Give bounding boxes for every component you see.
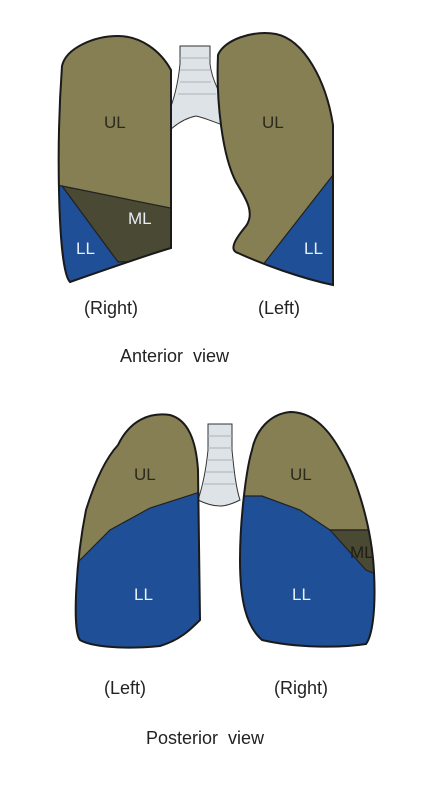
posterior-left-lung [75,414,200,648]
posterior-right-ll-label: LL [292,585,311,604]
anterior-side-label-right: (Right) [84,298,138,318]
posterior-right-lung [240,412,375,647]
trachea-posterior [197,423,241,507]
anterior-view-caption: Anterior view [120,346,230,366]
posterior-left-ul-label: UL [134,465,156,484]
anterior-side-label-left: (Left) [258,298,300,318]
anterior-left-ul-label: UL [262,113,284,132]
posterior-side-label-right: (Right) [274,678,328,698]
anterior-right-ul-label: UL [104,113,126,132]
posterior-side-label-left: (Left) [104,678,146,698]
posterior-left-ll-label: LL [134,585,153,604]
anterior-right-ll-label: LL [76,239,95,258]
posterior-view-caption: Posterior view [146,728,265,748]
posterior-right-ul-label: UL [290,465,312,484]
posterior-view: UL LL UL LL ML (Left) (Right) Posterior … [74,410,376,748]
posterior-right-ml-label: ML [350,543,374,562]
anterior-left-ll-label: LL [304,239,323,258]
anterior-left-lung [217,33,333,285]
anterior-view: UL ML LL UL LL (Right) (Left) Anterior v… [57,32,334,366]
anterior-right-ml-label: ML [128,209,152,228]
